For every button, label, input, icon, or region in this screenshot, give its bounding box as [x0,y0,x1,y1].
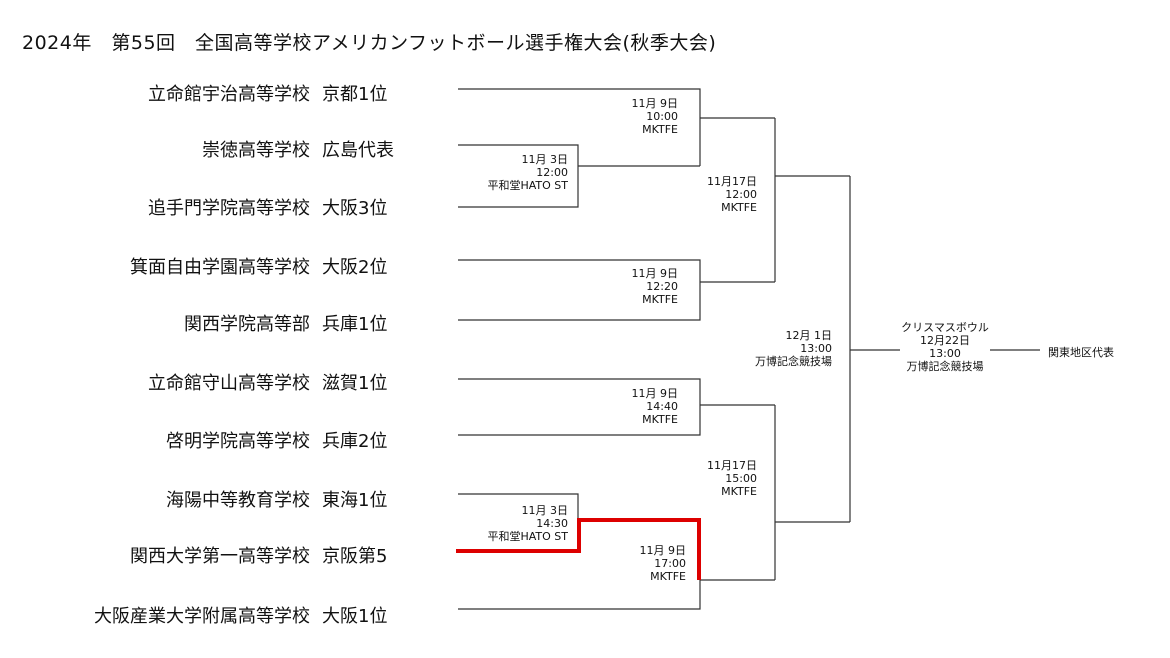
team-seed: 滋賀1位 [322,373,388,394]
team-seed: 京都1位 [322,84,388,105]
team-entry: 関西学院高等部 兵庫1位 [0,310,410,335]
game-venue: MKTFE [642,293,678,306]
bracket-line [458,144,579,208]
game-time: 12:00 [536,166,568,179]
team-seed: 大阪2位 [322,257,388,278]
game-label: クリスマスボウル [901,321,989,334]
team-entry: 啓明学院高等学校 兵庫2位 [0,427,410,452]
game-venue: 平和堂HATO ST [487,530,568,543]
bracket-line [458,378,701,436]
team-entry: 大阪産業大学附属高等学校 大阪1位 [0,602,410,627]
team-seed: 兵庫1位 [322,314,388,335]
game-time: 15:00 [725,472,757,485]
team-name: 追手門学院高等学校 [148,198,310,219]
game-info: 11月 9日 10:00 MKTFE [632,97,679,136]
winner-path-highlight [456,518,701,580]
team-seed: 京阪第5 [322,546,388,567]
team-entry: 箕面自由学園高等学校 大阪2位 [0,253,410,278]
game-time: 13:00 [929,347,961,360]
team-seed: 大阪3位 [322,198,388,219]
game-date: 11月 3日 [521,504,569,517]
team-name: 大阪産業大学附属高等学校 [94,606,310,627]
game-venue: MKTFE [721,485,757,498]
game-date: 11月17日 [707,459,757,472]
game-info: 12月 1日 13:00 万博記念競技場 [755,329,832,368]
game-info: 11月17日 12:00 MKTFE [707,175,757,214]
team-name: 立命館守山高等学校 [148,373,310,394]
game-venue: MKTFE [642,123,678,136]
team-entry: 海陽中等教育学校 東海1位 [0,486,410,511]
game-date: 11月 3日 [521,153,569,166]
game-date: 11月17日 [707,175,757,188]
team-entry: 立命館守山高等学校 滋賀1位 [0,369,410,394]
team-entry: 関西大学第一高等学校 京阪第5 [0,542,410,567]
team-seed: 大阪1位 [322,606,388,627]
team-seed: 東海1位 [322,490,388,511]
game-date: 12月22日 [920,334,970,347]
game-info: 11月 9日 14:40 MKTFE [632,387,679,426]
team-entry: 追手門学院高等学校 大阪3位 [0,194,410,219]
game-info: 11月 9日 12:20 MKTFE [632,267,679,306]
opponent-kanto: 関東地区代表 [1048,346,1114,359]
game-time: 14:40 [646,400,678,413]
team-name: 関西学院高等部 [184,314,310,335]
game-info: 11月 3日 14:30 平和堂HATO ST [487,504,568,543]
team-name: 関西大学第一高等学校 [130,546,310,567]
game-date: 11月 9日 [631,267,679,280]
page-title: 2024年 第55回 全国高等学校アメリカンフットボール選手権大会(秋季大会) [22,32,717,54]
game-date: 11月 9日 [639,544,687,557]
game-date: 11月 9日 [631,387,679,400]
team-seed: 広島代表 [322,140,394,161]
bracket-line [458,259,701,321]
team-name: 箕面自由学園高等学校 [130,257,310,278]
game-venue: 万博記念競技場 [755,355,832,368]
game-venue: MKTFE [650,570,686,583]
team-seed: 兵庫2位 [322,431,388,452]
team-name: 立命館宇治高等学校 [148,84,310,105]
game-time: 10:00 [646,110,678,123]
game-time: 13:00 [800,342,832,355]
bracket-line [458,88,701,166]
game-time: 17:00 [654,557,686,570]
game-date: 11月 9日 [631,97,679,110]
game-venue: 平和堂HATO ST [487,179,568,192]
team-name: 海陽中等教育学校 [166,490,310,511]
team-name: 啓明学院高等学校 [166,431,310,452]
team-name: 崇徳高等学校 [202,140,310,161]
team-entry: 崇徳高等学校 広島代表 [0,136,410,161]
game-info: 11月 9日 17:00 MKTFE [640,544,687,583]
game-venue: 万博記念競技場 [906,360,984,373]
game-time: 12:00 [725,188,757,201]
game-time: 14:30 [536,517,568,530]
game-venue: MKTFE [642,413,678,426]
game-venue: MKTFE [721,201,757,214]
game-date: 12月 1日 [785,329,833,342]
team-entry: 立命館宇治高等学校 京都1位 [0,80,410,105]
game-time: 12:20 [646,280,678,293]
game-info: 11月 3日 12:00 平和堂HATO ST [487,153,568,192]
game-info: 11月17日 15:00 MKTFE [707,459,757,498]
game-info: クリスマスボウル 12月22日 13:00 万博記念競技場 [895,321,995,373]
